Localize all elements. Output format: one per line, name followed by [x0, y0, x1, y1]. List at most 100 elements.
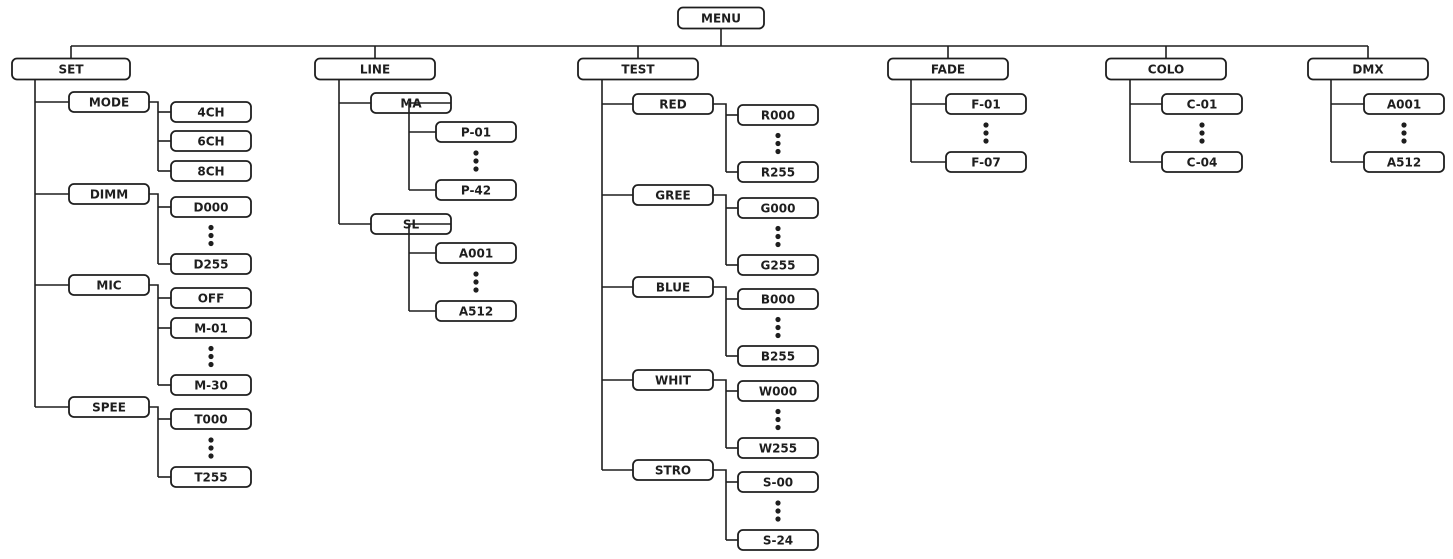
- sub-node-spee[interactable]: SPEE: [68, 396, 150, 418]
- option-dmx-a001[interactable]: A001: [1363, 93, 1445, 115]
- option-spee-t000[interactable]: T000: [170, 408, 252, 430]
- option-spee-t255[interactable]: T255: [170, 466, 252, 488]
- top-node-line[interactable]: LINE: [314, 57, 436, 81]
- option-fade-f-07[interactable]: F-07: [945, 151, 1027, 173]
- ellipsis-dot: [473, 287, 479, 293]
- ellipsis-dot: [775, 316, 781, 323]
- top-node-test[interactable]: TEST: [577, 57, 699, 81]
- top-node-set-label: SET: [58, 63, 84, 77]
- option-mic-m-01[interactable]: M-01: [170, 317, 252, 339]
- option-dimm-d255-label: D255: [193, 258, 228, 272]
- option-dimm-d000-label: D000: [193, 201, 228, 215]
- option-colo-c-04[interactable]: C-04: [1161, 151, 1243, 173]
- ellipsis-ma: [473, 150, 479, 172]
- option-red-r255[interactable]: R255: [737, 161, 819, 183]
- top-node-test-label: TEST: [621, 63, 655, 77]
- ellipsis-dot: [775, 332, 781, 339]
- sub-node-gree[interactable]: GREE: [632, 184, 714, 206]
- option-ma-p-42[interactable]: P-42: [435, 179, 517, 201]
- ellipsis-dot: [1199, 130, 1205, 136]
- menu-root-node-box: [677, 6, 765, 30]
- sub-node-stro[interactable]: STRO: [632, 459, 714, 481]
- ellipsis-dot: [983, 130, 989, 136]
- option-gree-g255[interactable]: G255: [737, 254, 819, 276]
- menu-root-node[interactable]: MENU: [677, 6, 765, 30]
- top-node-set[interactable]: SET: [11, 57, 131, 81]
- ellipsis-dot: [208, 224, 214, 231]
- sub-node-dimm[interactable]: DIMM: [68, 183, 150, 205]
- sub-node-mode[interactable]: MODE: [68, 91, 150, 113]
- option-colo-c-04-box: [1161, 151, 1243, 173]
- option-mic-m-30[interactable]: M-30: [170, 374, 252, 396]
- sub-node-mic-label: MIC: [96, 279, 121, 293]
- ellipsis-stro: [775, 500, 781, 522]
- option-red-r000[interactable]: R000: [737, 104, 819, 126]
- option-mic-off[interactable]: OFF: [170, 287, 252, 309]
- option-sl-a512-box: [435, 300, 517, 322]
- ellipsis-dimm: [208, 224, 214, 247]
- option-sl-a001[interactable]: A001: [435, 242, 517, 264]
- option-dimm-d255-box: [170, 253, 252, 275]
- option-blue-b255-label: B255: [761, 350, 795, 364]
- top-node-line-label: LINE: [360, 63, 390, 77]
- top-node-line-box: [314, 57, 436, 81]
- option-colo-c-01-box: [1161, 93, 1243, 115]
- top-node-fade[interactable]: FADE: [887, 57, 1009, 81]
- top-node-test-box: [577, 57, 699, 81]
- ellipsis-colo: [1199, 122, 1205, 144]
- option-stro-s-00[interactable]: S-00: [737, 471, 819, 493]
- option-fade-f-01[interactable]: F-01: [945, 93, 1027, 115]
- whit-leaf-spine: [713, 379, 727, 448]
- option-colo-c-01[interactable]: C-01: [1161, 93, 1243, 115]
- ellipsis-dot: [473, 150, 479, 156]
- option-mic-m-01-label: M-01: [194, 322, 228, 336]
- option-ma-p-01[interactable]: P-01: [435, 121, 517, 143]
- sub-node-whit[interactable]: WHIT: [632, 369, 714, 391]
- sub-node-red[interactable]: RED: [632, 93, 714, 115]
- option-sl-a512[interactable]: A512: [435, 300, 517, 322]
- top-node-fade-box: [887, 57, 1009, 81]
- option-mode-8ch[interactable]: 8CH: [170, 160, 252, 182]
- option-whit-w255[interactable]: W255: [737, 437, 819, 459]
- ellipsis-dot: [775, 508, 781, 514]
- option-dmx-a001-label: A001: [1387, 98, 1421, 112]
- mic-leaf-spine: [149, 284, 159, 385]
- sub-node-blue[interactable]: BLUE: [632, 276, 714, 298]
- blue-leaf-spine: [713, 286, 727, 356]
- ellipsis-dot: [983, 122, 989, 128]
- sub-node-mic[interactable]: MIC: [68, 274, 150, 296]
- sub-node-red-label: RED: [659, 98, 686, 112]
- option-mode-6ch[interactable]: 6CH: [170, 130, 252, 152]
- option-dimm-d255[interactable]: D255: [170, 253, 252, 275]
- option-gree-g255-box: [737, 254, 819, 276]
- ellipsis-dot: [1199, 122, 1205, 128]
- option-spee-t255-label: T255: [194, 471, 227, 485]
- option-ma-p-42-box: [435, 179, 517, 201]
- ellipsis-dot: [775, 500, 781, 506]
- ellipsis-spee: [208, 437, 214, 459]
- top-node-colo[interactable]: COLO: [1105, 57, 1227, 81]
- top-node-dmx[interactable]: DMX: [1307, 57, 1429, 81]
- option-stro-s-24[interactable]: S-24: [737, 529, 819, 551]
- ellipsis-dot: [775, 132, 781, 139]
- option-dimm-d000[interactable]: D000: [170, 196, 252, 218]
- option-mode-4ch[interactable]: 4CH: [170, 101, 252, 123]
- option-dmx-a512-box: [1363, 151, 1445, 173]
- option-whit-w000[interactable]: W000: [737, 380, 819, 402]
- option-stro-s-24-label: S-24: [763, 534, 793, 548]
- option-gree-g000[interactable]: G000: [737, 197, 819, 219]
- option-dmx-a512[interactable]: A512: [1363, 151, 1445, 173]
- option-blue-b255[interactable]: B255: [737, 345, 819, 367]
- option-colo-c-01-label: C-01: [1187, 98, 1218, 112]
- ellipsis-dot: [473, 271, 479, 277]
- ellipsis-dot: [208, 232, 214, 239]
- sub-node-mode-label: MODE: [89, 96, 129, 110]
- sub-node-spee-label: SPEE: [92, 401, 126, 415]
- option-gree-g255-label: G255: [761, 259, 796, 273]
- option-blue-b000[interactable]: B000: [737, 288, 819, 310]
- ellipsis-blue: [775, 316, 781, 339]
- option-fade-f-07-label: F-07: [971, 156, 1001, 170]
- top-node-set-box: [11, 57, 131, 81]
- option-dimm-d000-box: [170, 196, 252, 218]
